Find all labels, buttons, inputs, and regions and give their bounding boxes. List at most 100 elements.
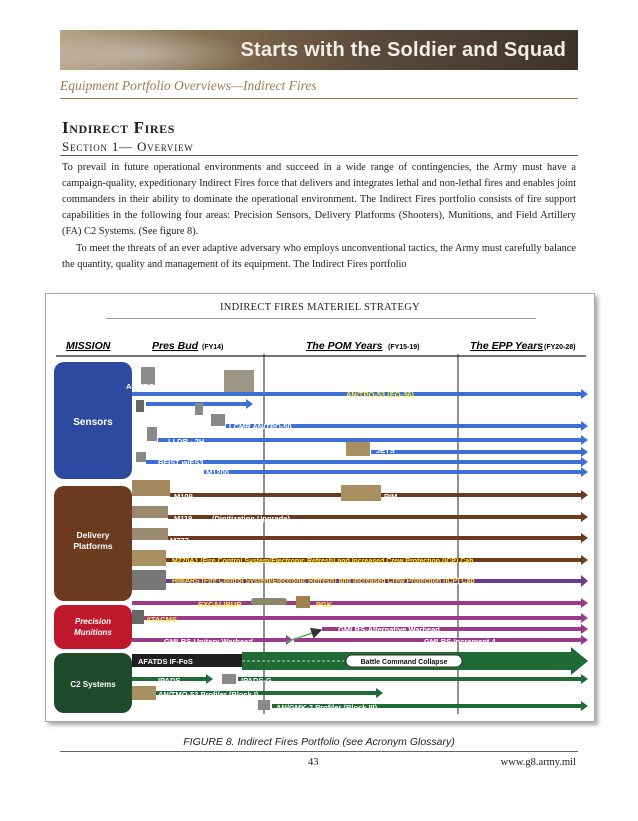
label-digitization-upgrade: (Digitization Upgrade) <box>212 514 290 523</box>
page-number: 43 <box>308 757 319 768</box>
header-pres-bud-fy: (FY14) <box>202 344 223 351</box>
lcmr-image <box>211 414 225 426</box>
sensors-group: AN/TPQ-36 AN/TPQ-37 AN/TPQ-53 (EQ-36) AN… <box>126 367 588 477</box>
label-excalibur: EXCALIBUR <box>198 600 242 609</box>
transition-arrow <box>285 627 323 643</box>
sensor-device-image <box>136 400 144 412</box>
munitions-group: EXCALIBUR PGK ATACMS GMLRS-Alternative W… <box>132 596 588 646</box>
label-gmlrs-unitary: GMLRS-Unitary Warhead <box>164 637 253 646</box>
header-epp: The EPP Years <box>470 340 543 352</box>
arrow-m270 <box>166 555 588 565</box>
platforms-group: M109 PIM M119 (Digitization Upgrade) M77… <box>132 480 588 590</box>
category-block-munitions <box>54 605 132 649</box>
section-title: Indirect Fires <box>62 118 176 137</box>
arrow-m119 <box>168 512 588 522</box>
header-rule <box>60 98 578 99</box>
label-lldr: LLDR - 2H <box>168 437 204 446</box>
label-battle-command: Battle Command Collapse <box>361 659 448 666</box>
running-head: Equipment Portfolio Overviews—Indirect F… <box>60 78 317 93</box>
label-afatds: AFATDS IF-FoS <box>138 657 193 666</box>
label-m777: M777 <box>170 536 189 545</box>
arrow-himars <box>166 575 588 587</box>
header-pom-fy: (FY15-19) <box>388 344 420 351</box>
profiler-truck-image <box>132 686 156 700</box>
label-m119: M119 <box>174 514 192 523</box>
category-munitions-line2: Munitions <box>74 628 112 637</box>
arrow-tmq52 <box>156 688 383 698</box>
section-subtitle: Section 1— Overview <box>62 139 194 154</box>
label-tpq48: AN/TPQ-48 <box>149 405 188 414</box>
m270-image <box>132 550 166 566</box>
arrow-m777 <box>168 533 588 543</box>
label-gmlrs-alt: GMLRS-Alternative Warhead <box>338 625 440 634</box>
radar-image <box>141 367 155 385</box>
strategy-diagram: MISSION Pres Bud (FY14) The POM Years (F… <box>54 340 588 714</box>
label-pgk: PGK <box>316 600 333 609</box>
arrow-gmk2 <box>272 701 588 711</box>
m119-image <box>132 506 168 518</box>
arrow-lcmr <box>226 421 588 431</box>
lldr-image <box>147 427 157 441</box>
label-m1200: M1200 <box>206 468 229 477</box>
subtitle-rule <box>60 155 578 156</box>
footer-rule <box>60 751 578 752</box>
pim-image <box>341 485 381 501</box>
arrow-gmlrs-inc4 <box>294 635 588 645</box>
ipads-image <box>222 674 236 684</box>
paragraph-1: To prevail in future operational environ… <box>62 162 576 237</box>
arrow-ipads-g <box>238 674 588 684</box>
header-mission: MISSION <box>66 340 111 352</box>
figure-title-rule <box>106 318 536 319</box>
bfist-image <box>136 452 146 462</box>
figure-title: INDIRECT FIRES MATERIEL STRATEGY <box>219 302 421 313</box>
arrow-m1200 <box>204 467 588 477</box>
category-block-c2 <box>54 653 132 713</box>
label-tpq36: AN/TPQ-36 <box>126 382 165 391</box>
label-atacms: ATACMS <box>146 615 177 624</box>
label-bfist: BFIST w/FS3 <box>158 458 203 467</box>
profiler-laptop-image <box>258 700 270 710</box>
arrow-lldr <box>158 435 588 445</box>
arrow-bfist <box>146 457 588 467</box>
category-c2: C2 Systems <box>70 680 116 689</box>
label-tmq52: AN/TMQ-52 Profiler (Block I) <box>158 690 259 699</box>
arrow-tpq53 <box>132 389 588 399</box>
atacms-image <box>132 610 144 624</box>
radar-trailer-image <box>224 370 254 392</box>
label-jets: JETS <box>376 446 395 455</box>
label-tpq37: AN/TPQ-37 <box>170 382 209 391</box>
arrow-excalibur <box>132 598 588 608</box>
category-munitions-line1: Precision <box>75 617 111 626</box>
paragraph-2: To meet the threats of an ever adaptive … <box>62 243 576 270</box>
m109-image <box>132 480 170 496</box>
label-tpq49: AN/TPQ-49 <box>206 405 245 414</box>
c2-group: AFATDS IF-FoS Battle Command Collapse IP… <box>132 647 588 712</box>
arrow-gmlrs-alt <box>322 624 588 634</box>
banner-title: Starts with the Soldier and Squad <box>240 39 566 61</box>
category-block-sensors <box>54 362 132 479</box>
arrow-ipads <box>132 674 213 684</box>
header-epp-fy: (FY20-28) <box>544 344 576 351</box>
header-banner: Starts with the Soldier and Squad <box>60 30 578 70</box>
battle-command-box <box>345 654 463 668</box>
figure-caption: FIGURE 8. Indirect Fires Portfolio (see … <box>183 736 455 748</box>
label-gmlrs-inc4: GMLRS-Increment 4 <box>424 637 497 646</box>
label-tpq53: AN/TPQ-53 (EQ-36) <box>346 390 414 399</box>
label-pim: PIM <box>384 492 397 501</box>
arrow-jets <box>371 447 588 457</box>
pgk-image <box>296 596 310 608</box>
label-m270: M270A1 (Fire Control System/Electronic R… <box>172 558 473 565</box>
label-ipads: IPADS <box>158 676 180 685</box>
header-pom: The POM Years <box>306 340 383 352</box>
himars-image <box>132 570 166 590</box>
jets-image <box>346 442 370 456</box>
label-m109: M109 <box>174 492 193 501</box>
category-platforms-line2: Platforms <box>73 541 112 551</box>
label-lcmr: LCMR AN/TPQ-50 <box>229 422 292 431</box>
banner-photo <box>60 30 260 70</box>
category-platforms-line1: Delivery <box>76 530 109 540</box>
figure-indirect-fires-strategy: INDIRECT FIRES MATERIEL STRATEGY MISSION… <box>45 293 595 722</box>
header-pres-bud: Pres Bud <box>152 340 199 352</box>
footer-url[interactable]: www.g8.army.mil <box>500 757 576 768</box>
arrow-atacms <box>144 613 588 623</box>
